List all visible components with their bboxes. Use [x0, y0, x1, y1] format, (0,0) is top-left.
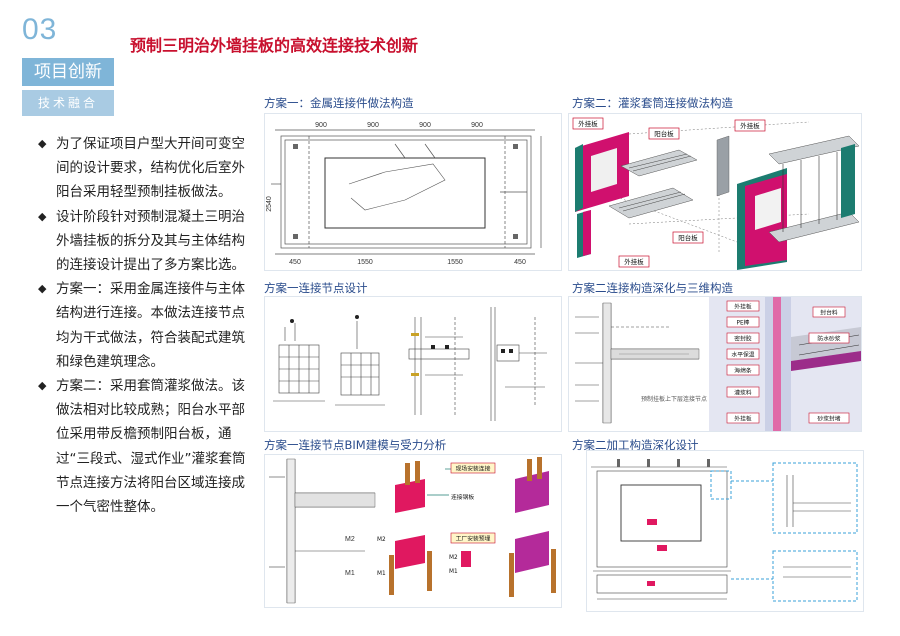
section-title-scheme1-node: 方案一连接节点设计 — [264, 281, 368, 295]
label-outer-panel: 外挂板 — [624, 257, 644, 266]
label-balcony-slab: 阳台板 — [678, 233, 698, 242]
dim-bottom: 450 — [514, 259, 526, 266]
dim-top: 900 — [367, 122, 379, 129]
dim-top: 900 — [315, 122, 327, 129]
scheme2-node-3d: 预制挂板上下层连接节点 外挂板 PE棒 密封胶 水平保温 海绵条 灌浆料 外挂板 — [568, 296, 862, 432]
fabrication-detail-drawing — [586, 450, 864, 612]
label-grout: 灌浆料 — [734, 389, 752, 397]
diamond-icon: ◆ — [38, 209, 47, 223]
label-sealant: 密封胶 — [734, 335, 752, 343]
label-m1: M1 — [449, 569, 458, 575]
label-pe-rod: PE棒 — [737, 319, 750, 327]
label-insulation: 水平保温 — [731, 351, 754, 359]
diamond-icon: ◆ — [38, 137, 47, 150]
badge-number: 03 — [22, 13, 58, 46]
section-title-scheme1-metal: 方案一：金属连接件做法构造 — [264, 96, 414, 110]
label-waterproof-mortar: 防水砂浆 — [817, 335, 840, 343]
dim-top: 900 — [471, 122, 483, 129]
dim-side: 2540 — [266, 196, 273, 212]
elevation-drawing: 900 900 900 900 2540 450 1550 1550 450 — [264, 113, 562, 271]
label-outer-panel: 外挂板 — [740, 121, 760, 130]
label-connecting-plate: 连接钢板 — [451, 493, 474, 501]
dim-bottom: 1550 — [447, 259, 463, 266]
dim-bottom: 1550 — [357, 259, 373, 266]
label-site-connection: 现场安装连接 — [456, 465, 491, 473]
grout-sleeve-3d-diagram: 外挂板 阳台板 外挂板 阳台板 外挂板 — [568, 113, 862, 271]
dim-top: 900 — [419, 122, 431, 129]
badge-subtitle: 技术融合 — [22, 90, 114, 116]
label-mortar-seal: 砂浆封堵 — [817, 415, 840, 423]
label-m2: M2 — [377, 537, 386, 543]
label-outer-panel: 外挂板 — [734, 303, 752, 311]
section-badge: 03 项目创新 技术融合 — [22, 13, 114, 116]
label-balcony-slab: 阳台板 — [654, 129, 674, 138]
dim-bottom: 450 — [289, 259, 301, 266]
svg-text:M1: M1 — [345, 570, 355, 577]
label-sealing-material: 封台料 — [820, 309, 838, 317]
section-title-scheme1-bim: 方案一连接节点BIM建模与受力分析 — [264, 438, 447, 452]
bullet-item: ◆方案二：采用套筒灌浆做法。该做法相对比较成熟；阳台水平部位采用带反檐预制阳台板… — [36, 374, 246, 519]
diamond-icon: ◆ — [38, 282, 47, 296]
label-factory-embed: 工厂安装预埋 — [456, 535, 491, 543]
label-sponge-strip: 海绵条 — [734, 367, 752, 375]
page-title: 预制三明治外墙挂板的高效连接技术创新 — [130, 36, 419, 55]
bullet-item: ◆方案一：采用金属连接件与主体结构进行连接。本做法连接节点均为干式做法，符合装配… — [36, 277, 246, 374]
section-title-scheme2-grout: 方案二：灌浆套筒连接做法构造 — [572, 96, 733, 110]
bullet-list: ◆为了保证项目户型大开间可变空间的设计要求，结构优化后室外阳台采用轻型预制挂板做… — [36, 132, 246, 519]
svg-text:M2: M2 — [345, 536, 355, 543]
label-m1: M1 — [377, 571, 386, 577]
bullet-item: ◆设计阶段针对预制混凝土三明治外墙挂板的拆分及其与主体结构的连接设计提出了多方案… — [36, 205, 246, 278]
section-title-scheme2-3d: 方案二连接构造深化与三维构造 — [572, 281, 733, 295]
node-caption: 预制挂板上下层连接节点 — [641, 395, 707, 403]
label-m2: M2 — [449, 555, 458, 561]
bim-model-analysis: M2 M1 现场安装连接 连接钢板 M2 M1 工厂安装预埋 M2 M1 — [264, 454, 562, 608]
label-outer-panel: 外挂板 — [734, 415, 752, 423]
section-title-scheme2-fab: 方案二加工构造深化设计 — [572, 438, 699, 452]
badge-title: 项目创新 — [22, 58, 114, 86]
label-outer-panel: 外挂板 — [578, 119, 598, 128]
scheme1-node-drawings — [264, 296, 562, 432]
diamond-icon: ◆ — [38, 379, 47, 393]
bullet-item: ◆为了保证项目户型大开间可变空间的设计要求，结构优化后室外阳台采用轻型预制挂板做… — [36, 132, 246, 205]
